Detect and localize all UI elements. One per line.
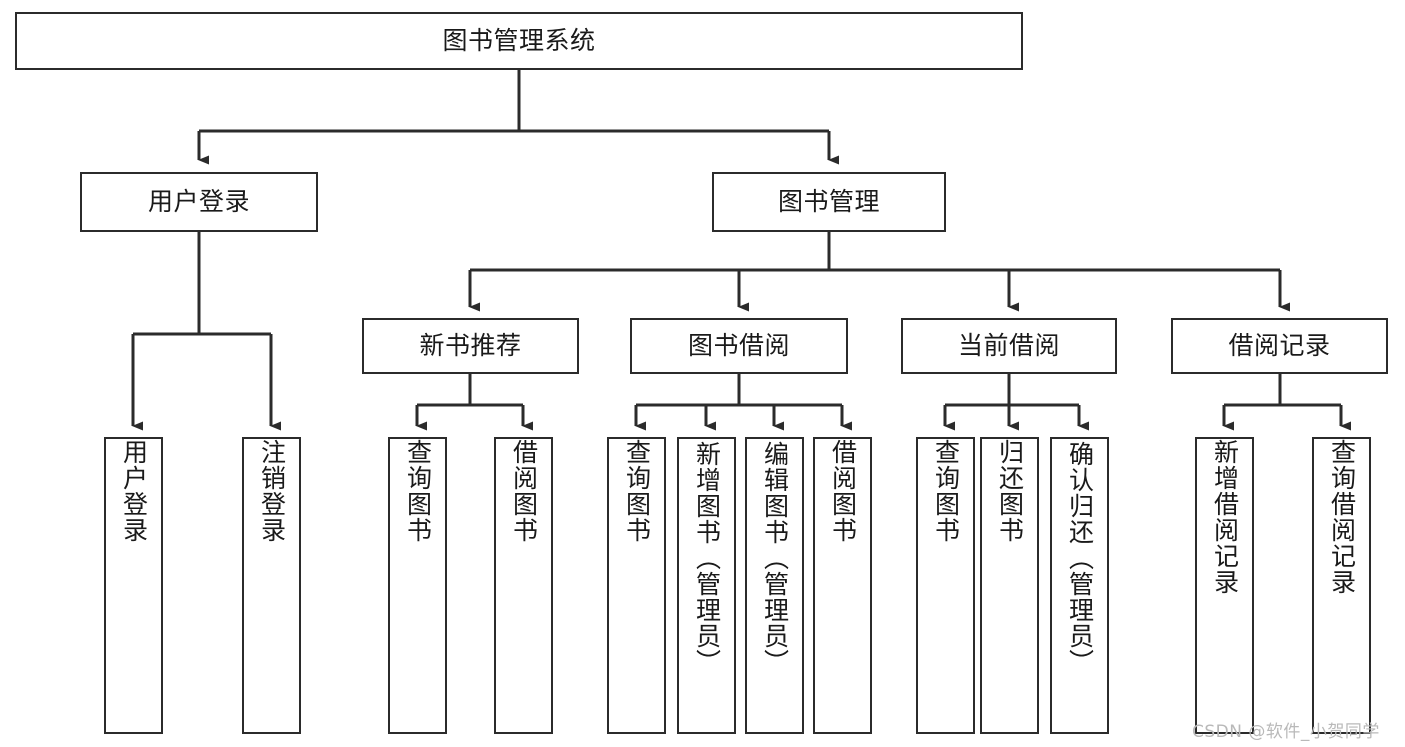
leaf-borrow-book-recommend[interactable]: 借阅图书 xyxy=(494,437,553,734)
node-label: 查询图书 xyxy=(403,439,433,543)
node-user-login[interactable]: 用户登录 xyxy=(80,172,318,232)
node-label: 归还图书 xyxy=(995,439,1025,543)
node-current-borrow[interactable]: 当前借阅 xyxy=(901,318,1117,374)
node-borrow-records[interactable]: 借阅记录 xyxy=(1171,318,1388,374)
node-label: 编辑图书（管理员） xyxy=(760,441,790,675)
node-label: 用户登录 xyxy=(119,439,149,543)
node-book-borrow[interactable]: 图书借阅 xyxy=(630,318,848,374)
node-label: 借阅记录 xyxy=(1228,331,1331,360)
edges-newbook-to-leaves xyxy=(415,374,533,431)
leaf-query-book-current[interactable]: 查询图书 xyxy=(916,437,975,734)
csdn-watermark: CSDN @软件_小贺同学 xyxy=(1192,722,1380,742)
node-label: 查询图书 xyxy=(622,439,652,543)
leaf-logout-login[interactable]: 注销登录 xyxy=(242,437,301,734)
leaf-query-book-recommend[interactable]: 查询图书 xyxy=(388,437,447,734)
node-label: 确认归还（管理员） xyxy=(1065,441,1095,675)
leaf-confirm-return-admin[interactable]: 确认归还（管理员） xyxy=(1050,437,1109,734)
leaf-add-book-admin[interactable]: 新增图书（管理员） xyxy=(677,437,736,734)
leaf-return-book[interactable]: 归还图书 xyxy=(980,437,1039,734)
node-label: 查询图书 xyxy=(931,439,961,543)
leaf-query-book-borrow[interactable]: 查询图书 xyxy=(607,437,666,734)
node-new-book-recommend[interactable]: 新书推荐 xyxy=(362,318,579,374)
node-label: 图书借阅 xyxy=(687,331,790,360)
leaf-edit-book-admin[interactable]: 编辑图书（管理员） xyxy=(745,437,804,734)
node-label: 注销登录 xyxy=(257,439,287,543)
edges-borrow-to-leaves xyxy=(634,374,852,431)
edges-records-to-leaves xyxy=(1222,374,1351,431)
edges-root-to-level2 xyxy=(197,70,839,165)
node-root-system[interactable]: 图书管理系统 xyxy=(15,12,1023,70)
node-label: 借阅图书 xyxy=(828,439,858,543)
node-book-management[interactable]: 图书管理 xyxy=(712,172,946,232)
edges-userlogin-to-leaves xyxy=(131,232,281,431)
edges-bookmgmt-to-level3 xyxy=(468,232,1290,312)
node-label: 当前借阅 xyxy=(957,331,1060,360)
node-label: 新书推荐 xyxy=(419,331,522,360)
node-label: 新增借阅记录 xyxy=(1210,439,1240,595)
node-label: 新增图书（管理员） xyxy=(692,441,722,675)
node-label: 图书管理 xyxy=(777,187,880,216)
node-label: 借阅图书 xyxy=(509,439,539,543)
leaf-query-borrow-record[interactable]: 查询借阅记录 xyxy=(1312,437,1371,734)
edges-current-to-leaves xyxy=(943,374,1089,431)
node-label: 查询借阅记录 xyxy=(1327,439,1357,595)
leaf-user-login[interactable]: 用户登录 xyxy=(104,437,163,734)
node-label: 图书管理系统 xyxy=(442,26,596,55)
leaf-borrow-book[interactable]: 借阅图书 xyxy=(813,437,872,734)
node-label: 用户登录 xyxy=(147,187,250,216)
leaf-add-borrow-record[interactable]: 新增借阅记录 xyxy=(1195,437,1254,734)
